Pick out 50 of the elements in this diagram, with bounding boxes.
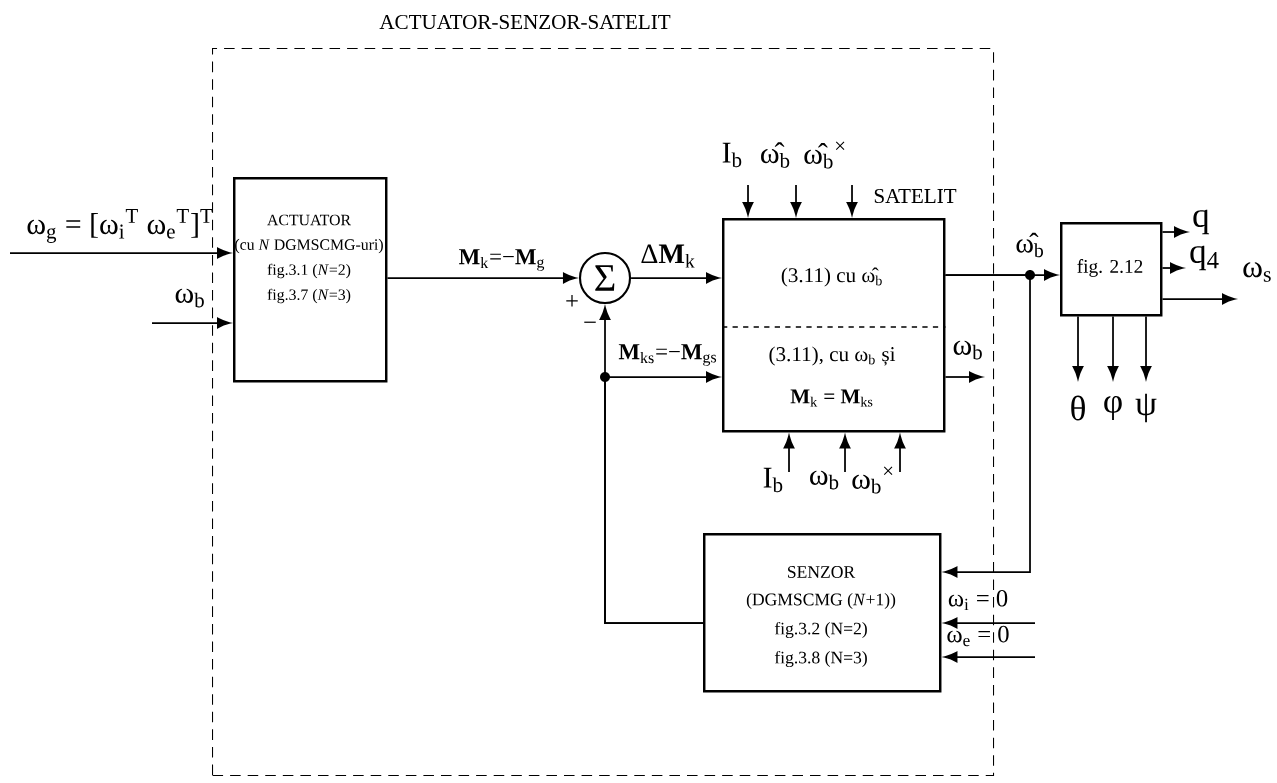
arrow: [1161, 293, 1236, 305]
sign-label: −: [584, 321, 596, 323]
edge-label: q$_{4}$: [1190, 245, 1219, 271]
arrow: [944, 371, 983, 383]
arrow: [783, 435, 795, 473]
arrow: [1107, 315, 1119, 380]
edge-label: ω$_{b}$: [810, 470, 839, 490]
arrow: [151, 317, 231, 329]
edge-label: M$_{k}$=−M$_{g}$: [459, 249, 545, 271]
sensor-block: SENZOR (DGMSCMG (N+1)) fig.3.2 (N=2) fig.3.8 (N=3): [703, 533, 942, 693]
arrow: [630, 272, 720, 284]
output-block: fig. 2.12: [1060, 222, 1163, 317]
arrow: [742, 184, 754, 216]
arrow: [9, 247, 231, 259]
edge-label: ω$_{g}$ = [ω$_{i}$$^{T}$ ω$_{e}$$^{T}$]$^{T}$: [27, 209, 213, 243]
edge-label: ω$_{e}$ = 0: [947, 625, 1009, 647]
arrow: [790, 184, 802, 216]
arrow: [604, 371, 720, 624]
actuator-block: ACTUATOR (cu N DGMSCMG-uri) fig.3.1 (N=2) fig.3.7 (N=3): [233, 177, 388, 383]
arrow: [1072, 315, 1084, 380]
edge-label: ω$_{b}$×: [852, 466, 893, 494]
sign-label: +: [566, 295, 578, 307]
arrow: [386, 272, 577, 284]
edge-label: M$_{ks}$=−M$_{gs}$: [618, 344, 717, 366]
arrow: [846, 184, 858, 216]
edge-label: ω̂$_{b}$: [1016, 232, 1043, 258]
arrow: [894, 435, 906, 473]
arrow: [944, 617, 1036, 629]
edge-label: ω$_{b}$: [953, 340, 982, 360]
edge-label: ΔM$_{k}$: [641, 244, 695, 268]
edge-label: I$_{b}$: [722, 142, 742, 168]
arrow: [1161, 226, 1188, 238]
arrow: [1140, 315, 1152, 380]
edge-label: I$_{b}$: [763, 467, 783, 493]
arrow: [944, 274, 1031, 578]
node-label: ACTUATOR-SENZOR-SATELIT: [379, 14, 671, 30]
edge-label: ω̂$_{b}$: [761, 142, 790, 168]
edge-label: ω$_{b}$: [175, 288, 204, 308]
edge-label: θ: [1071, 395, 1085, 421]
edge-label: ω$_{i}$ = 0: [948, 589, 1008, 611]
arrow: [944, 651, 1036, 663]
summing-junction: Σ: [578, 251, 632, 305]
edge-label: φ: [1104, 396, 1122, 421]
edge-label: ψ: [1135, 393, 1157, 423]
arrow: [1161, 262, 1184, 274]
edge-label: q: [1193, 209, 1210, 235]
edge-label: ω̂$_{b}$×: [804, 141, 845, 169]
node-label: SATELIT: [874, 188, 957, 204]
arrow: [839, 435, 851, 473]
edge-label: ω$_{s}$: [1243, 262, 1271, 282]
